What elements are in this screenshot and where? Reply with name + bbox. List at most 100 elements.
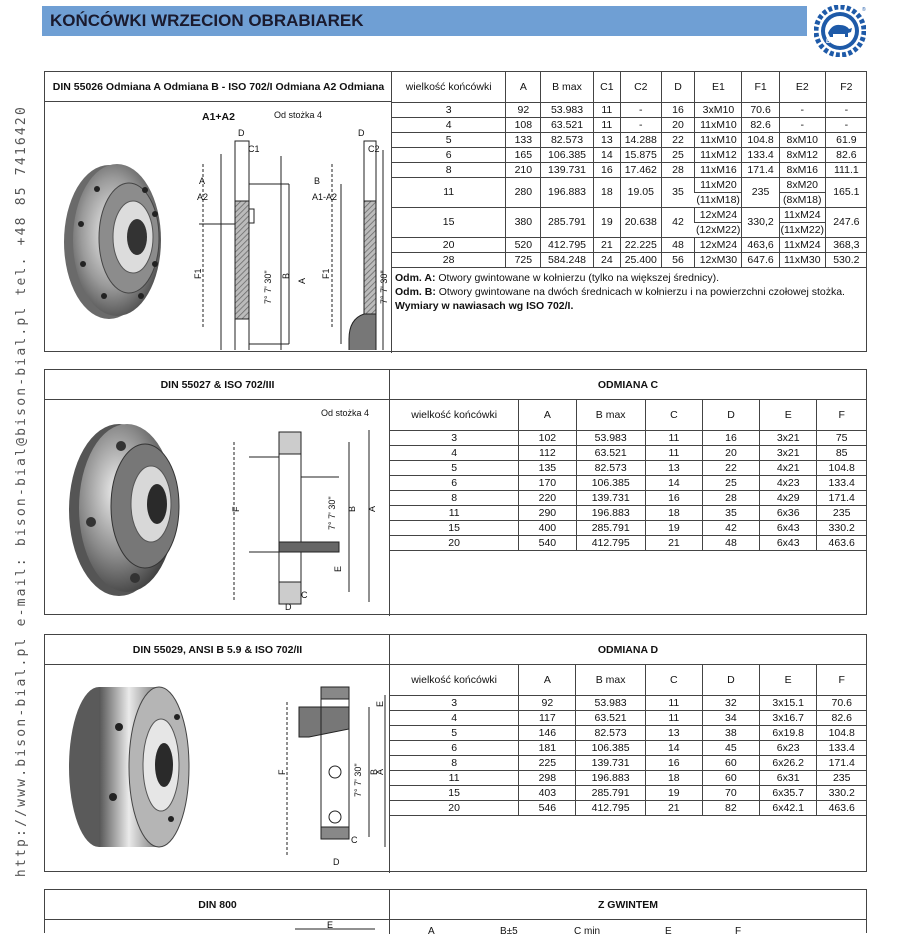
table-cell: 11 — [644, 430, 703, 446]
svg-text:A2: A2 — [197, 192, 208, 202]
svg-text:7° 7' 30'': 7° 7' 30'' — [327, 496, 337, 530]
table-cell: 92 — [518, 695, 576, 711]
table-cell: 6x31 — [758, 770, 817, 786]
section3-header: DIN 55029, ANSI B 5.9 & ISO 702/II — [45, 635, 390, 665]
table-cell: 165 — [505, 147, 541, 163]
table-cell: 28 — [701, 490, 760, 506]
table-cell: 412.795 — [575, 800, 646, 816]
section1-profile-left — [199, 140, 290, 350]
table-cell: 6x36 — [759, 505, 817, 521]
table-cell: 14.288 — [619, 132, 662, 148]
table-cell: 92 — [505, 102, 541, 118]
section-din-55027: DIN 55027 & ISO 702/III ODMIANA C — [44, 369, 867, 616]
table-cell: 24 — [592, 252, 621, 268]
table-cell: 8xM20 — [778, 177, 826, 193]
table-cell: 20.638 — [619, 207, 662, 238]
table-cell: 85 — [816, 445, 866, 461]
table-cell: 63.521 — [540, 117, 594, 133]
section1-col-header: F2 — [824, 72, 867, 103]
section3-variant: ODMIANA D — [390, 635, 866, 665]
section4-col-header: F — [735, 926, 742, 937]
table-cell: 14 — [644, 740, 703, 756]
table-cell: 3x15.1 — [758, 695, 817, 711]
section4-drawing: E — [295, 921, 375, 930]
table-cell: 530.2 — [824, 252, 867, 268]
table-cell: 106.385 — [575, 475, 646, 491]
table-cell: - — [778, 102, 826, 118]
table-cell: 3x21 — [759, 445, 817, 461]
table-cell: 11 — [390, 770, 519, 786]
table-cell: 18 — [644, 505, 703, 521]
table-row: (11xM18)(8xM18) — [392, 192, 867, 208]
table-cell: 4x23 — [759, 475, 817, 491]
table-cell: 17.462 — [619, 162, 662, 178]
table-cell: 3x16.7 — [758, 710, 817, 726]
table-cell: 22.225 — [619, 237, 662, 253]
table-cell: 4x29 — [759, 490, 817, 506]
section2-col-header: wielkość końcówki — [390, 400, 519, 431]
table-cell: 112 — [518, 445, 576, 461]
logo-label: BISON — [826, 39, 846, 45]
table-cell: 16 — [592, 162, 621, 178]
table-cell: 171.4 — [816, 490, 866, 506]
table-cell: 11xM20 — [694, 177, 742, 193]
table-cell: 171.4 — [741, 162, 780, 178]
table-cell: 45 — [701, 740, 760, 756]
table-cell: - — [619, 102, 662, 118]
section2-col-header: C — [644, 400, 703, 431]
table-cell: 70.6 — [816, 695, 866, 711]
section2-col-header: F — [816, 400, 866, 431]
table-cell: 75 — [816, 430, 866, 446]
svg-text:®: ® — [862, 6, 866, 13]
table-cell: 20 — [701, 445, 760, 461]
table-cell: 106.385 — [575, 740, 646, 756]
svg-text:D: D — [358, 128, 365, 138]
table-cell: 6x19.8 — [758, 725, 817, 741]
table-cell: 15 — [390, 785, 519, 801]
table-cell: 104.8 — [741, 132, 780, 148]
table-cell: 463,6 — [741, 237, 780, 253]
table-cell: 22 — [701, 460, 760, 476]
table-cell: 28 — [392, 252, 506, 268]
table-cell: 6x42.1 — [758, 800, 817, 816]
table-cell: 18 — [644, 770, 703, 786]
table-cell: 4x21 — [759, 460, 817, 476]
table-cell: 35 — [701, 505, 760, 521]
table-cell: 247.6 — [824, 207, 867, 238]
table-cell: 463.6 — [816, 800, 866, 816]
table-cell: 14 — [644, 475, 703, 491]
table-cell: 70.6 — [741, 102, 780, 118]
table-cell: 48 — [660, 237, 695, 253]
table-cell: - — [778, 117, 826, 133]
table-cell: 11 — [592, 102, 621, 118]
table-cell: 290 — [518, 505, 576, 521]
table-cell: 6x43 — [759, 520, 817, 536]
bison-logo: ® — [814, 5, 866, 57]
table-cell: 11 — [644, 695, 703, 711]
svg-text:D: D — [333, 857, 340, 867]
table-cell: 21 — [644, 535, 703, 551]
table-cell: 104.8 — [816, 460, 866, 476]
section1-col-header: E1 — [694, 72, 742, 103]
table-cell: 61.9 — [824, 132, 867, 148]
table-cell: 42 — [701, 520, 760, 536]
table-cell: 60 — [701, 770, 760, 786]
svg-text:A: A — [297, 278, 307, 284]
table-cell: 35 — [660, 177, 695, 208]
section1-col-header: E2 — [778, 72, 826, 103]
table-cell: 3x21 — [759, 430, 817, 446]
table-cell: 6 — [390, 475, 519, 491]
table-cell: 82.6 — [741, 117, 780, 133]
table-cell: - — [824, 102, 867, 118]
table-cell: 280 — [505, 177, 541, 208]
section1-col-header: D — [660, 72, 695, 103]
table-cell: 20 — [392, 237, 506, 253]
table-cell: 34 — [701, 710, 760, 726]
